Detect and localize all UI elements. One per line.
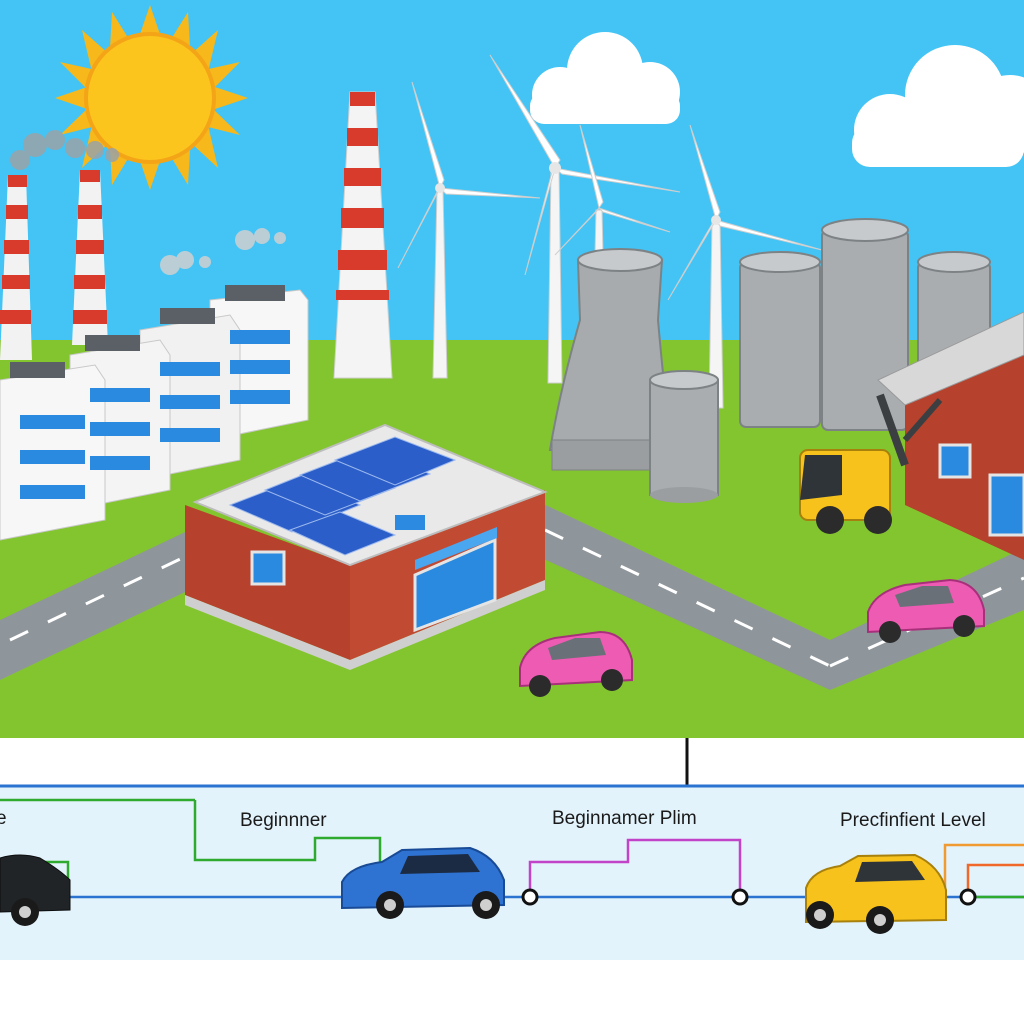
wind-turbine-icon: [397, 81, 541, 379]
silo-icon: [649, 370, 719, 503]
car-icon: [519, 630, 633, 697]
smoke: [10, 130, 119, 170]
forklift-icon: [799, 393, 943, 534]
timeline-label-beginner: Beginnner: [240, 810, 327, 831]
timeline-label-start: e: [0, 808, 7, 829]
smokestack-icon: [333, 91, 393, 379]
wind-turbine-icon: [667, 124, 823, 409]
silo-icon: [821, 218, 909, 431]
solar-building: [185, 423, 548, 670]
factory-icon: [0, 285, 309, 541]
road: [0, 500, 1024, 690]
car-icon: [341, 846, 505, 919]
smokestack-icon: [72, 170, 108, 345]
sun-icon: [55, 5, 248, 190]
timeline-label-proficient: Precfinfient Level: [840, 810, 986, 831]
smokestack-icon: [0, 175, 32, 360]
wind-turbine-icon: [489, 54, 681, 384]
timeline-nodes: [521, 888, 977, 906]
cloud-icon: [530, 32, 680, 124]
silo-icon: [739, 251, 821, 428]
car-icon: [0, 854, 71, 926]
car-icon: [867, 578, 985, 643]
car-icon: [805, 853, 947, 934]
cloud-icon: [852, 45, 1024, 167]
timeline-label-beginner-plan: Beginnamer Plim: [552, 808, 697, 829]
solar-panel-icon: [228, 436, 457, 556]
